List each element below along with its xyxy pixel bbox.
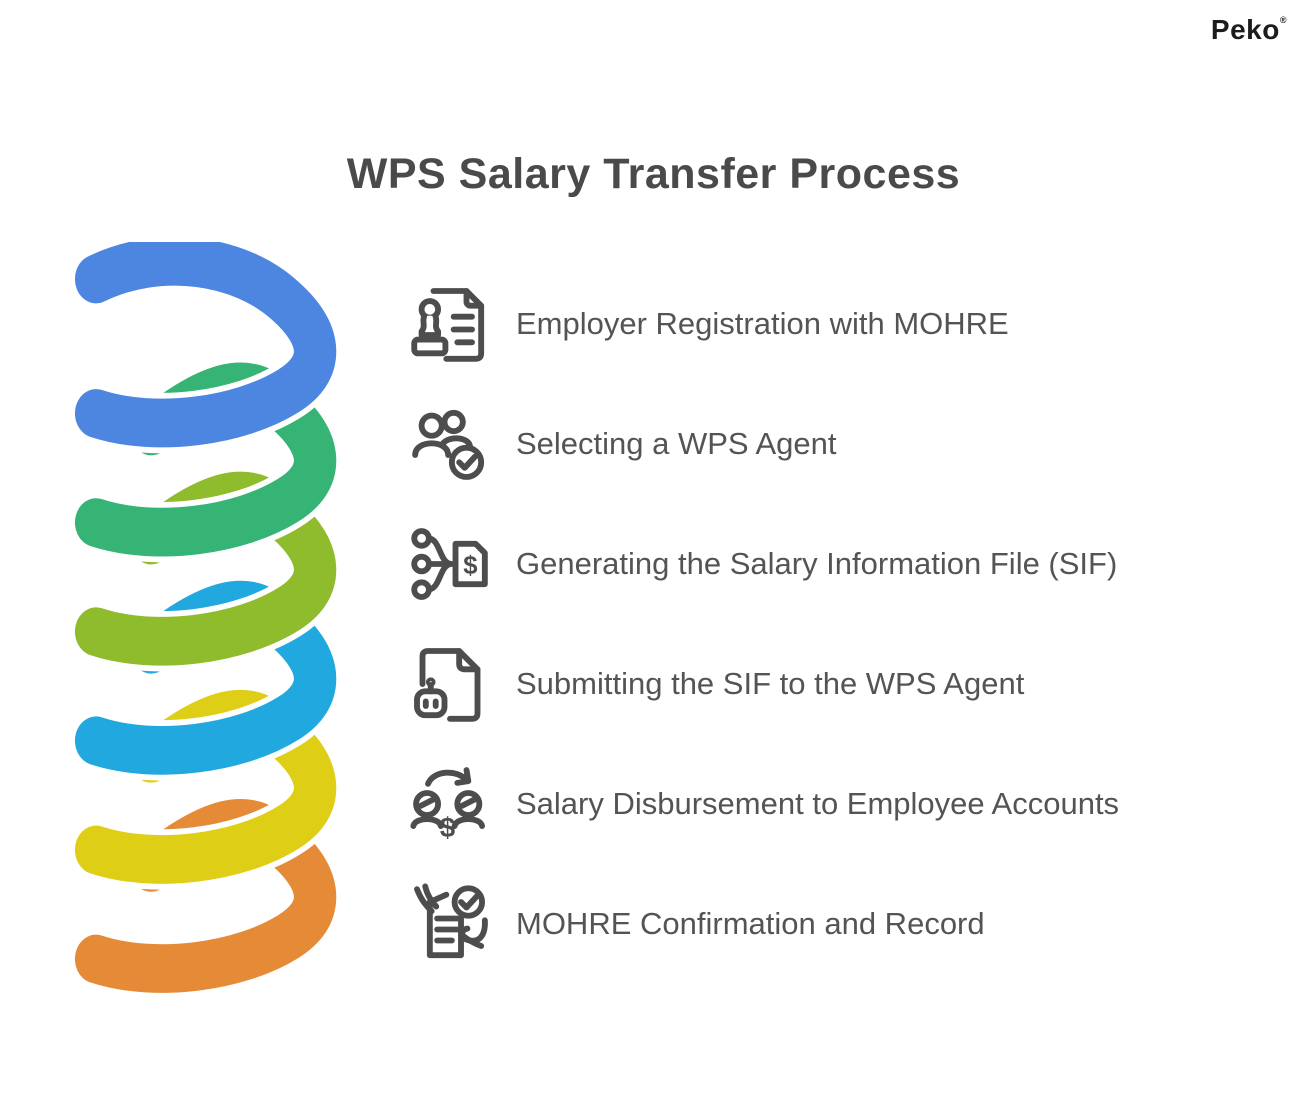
step-label: Salary Disbursement to Employee Accounts <box>516 785 1120 821</box>
step-label: Submitting the SIF to the WPS Agent <box>516 665 1025 701</box>
flow-dollar-file-icon: $ <box>406 520 494 608</box>
brand-logo-text: Peko <box>1210 14 1280 45</box>
process-steps-list: Employer Registration with MOHRE Selecti… <box>406 268 1196 988</box>
step-row-5: $ Salary Disbursement to Employee Accoun… <box>406 748 1196 860</box>
step-label: Selecting a WPS Agent <box>516 425 837 461</box>
step-label: Generating the Salary Information File (… <box>516 545 1118 581</box>
step-row-3: $ Generating the Salary Information File… <box>406 508 1196 620</box>
step-label: MOHRE Confirmation and Record <box>516 905 985 941</box>
document-submit-icon <box>406 640 494 728</box>
spiral-spring-graphic <box>58 242 350 997</box>
people-check-icon <box>406 400 494 488</box>
checklist-hands-icon <box>406 880 494 968</box>
step-row-6: MOHRE Confirmation and Record <box>406 868 1196 980</box>
step-row-1: Employer Registration with MOHRE <box>406 268 1196 380</box>
page-title: WPS Salary Transfer Process <box>346 150 961 198</box>
brand-logo: Peko® <box>1211 14 1287 46</box>
svg-text:$: $ <box>463 552 477 580</box>
step-row-2: Selecting a WPS Agent <box>406 388 1196 500</box>
svg-text:$: $ <box>440 812 455 843</box>
spiral-spring-svg <box>69 242 342 997</box>
stamp-document-icon <box>406 280 494 368</box>
step-label: Employer Registration with MOHRE <box>516 305 1009 341</box>
money-exchange-icon: $ <box>406 760 494 848</box>
step-row-4: Submitting the SIF to the WPS Agent <box>406 628 1196 740</box>
registered-mark: ® <box>1279 15 1287 25</box>
spiral-loop-1 <box>74 242 337 448</box>
